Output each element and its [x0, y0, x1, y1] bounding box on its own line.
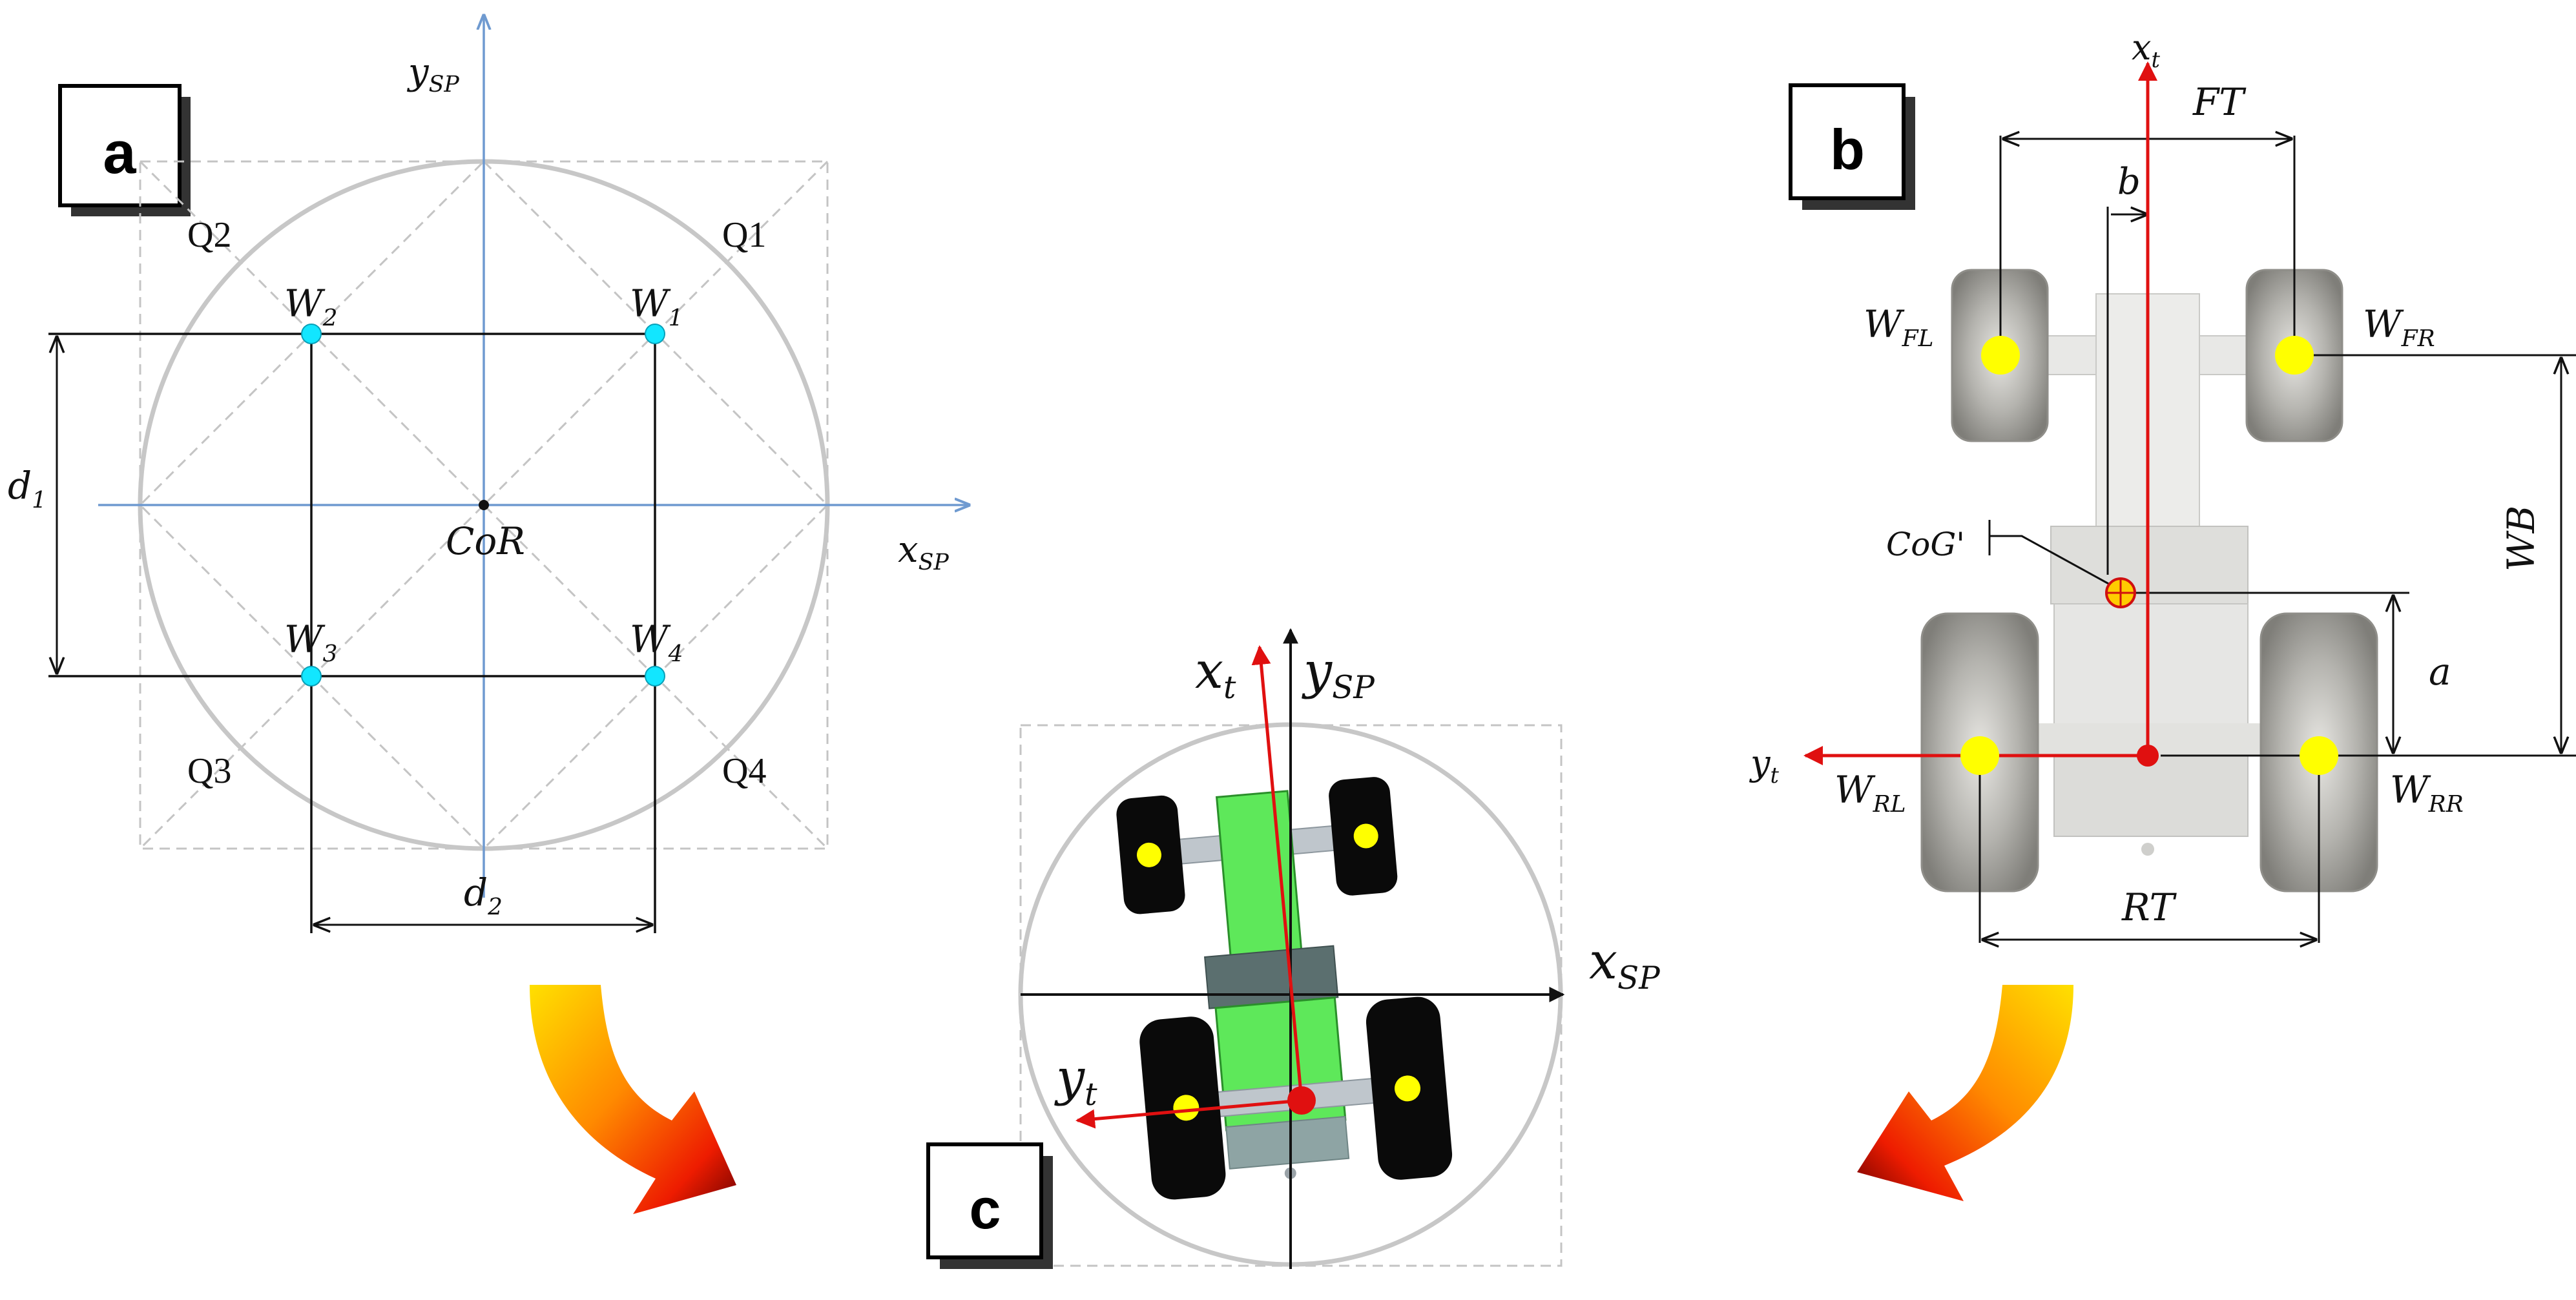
b-label: b: [2117, 161, 2141, 203]
cor-label: CoR: [446, 519, 525, 563]
y-t-label: yt: [1749, 743, 1780, 788]
c-y-t-axis: [1075, 1099, 1302, 1129]
w-fr-label: WFR: [2363, 302, 2435, 352]
wheel-rectangle: [48, 333, 656, 933]
panel-a-label-box: a: [58, 84, 191, 216]
wheel-w3-point: [301, 666, 322, 686]
q4-label: Q4: [722, 751, 766, 791]
wheel-fl-point: [1981, 336, 2020, 375]
w-rl-label: WRL: [1834, 768, 1906, 818]
panel-b-letter: b: [1830, 118, 1865, 181]
curved-arrow-right: [530, 985, 736, 1214]
cog-marker: [2105, 577, 2136, 608]
c-origin-point: [1287, 1086, 1316, 1115]
y-sp-label: ySP: [406, 51, 459, 98]
c-y-sp-label: ySP: [1302, 642, 1375, 706]
wheel-rl-point: [1960, 736, 1999, 775]
d1-label: d1: [8, 464, 47, 513]
a-label: a: [2429, 650, 2451, 694]
panel-b-label-box: b: [1789, 83, 1915, 210]
wheel-rr-point: [2300, 736, 2338, 775]
w-rr-label: WRR: [2390, 768, 2464, 818]
d2-label: d2: [464, 871, 503, 920]
x-sp-label: xSP: [898, 529, 949, 575]
panel-c-label-box: c: [926, 1142, 1053, 1269]
panel-c-letter: c: [970, 1177, 1001, 1241]
origin-point: [2137, 745, 2159, 767]
rt-label: RT: [2121, 885, 2177, 929]
curved-arrow-left: [1857, 985, 2073, 1201]
q2-label: Q2: [187, 215, 231, 255]
center-of-rotation-point: [479, 500, 489, 510]
panel-a-letter: a: [103, 120, 136, 186]
c-y-t-label: yt: [1054, 1049, 1097, 1113]
x-t-label: xt: [2132, 27, 2160, 72]
c-x-sp-label: xSP: [1589, 933, 1661, 996]
panel-b-dimensions: [1979, 136, 2576, 943]
ft-label: FT: [2192, 80, 2247, 124]
panel-a: a d1 d2 y: [8, 15, 969, 933]
c-x-t-label: xt: [1195, 642, 1236, 706]
w-fl-label: WFL: [1864, 302, 1933, 352]
w3-label: W3: [284, 617, 338, 667]
wheel-w1-point: [645, 324, 665, 344]
wb-label: WB: [2499, 506, 2543, 572]
q1-label: Q1: [722, 215, 766, 255]
rotated-tractor: [1116, 777, 1453, 1200]
w2-label: W2: [284, 282, 338, 331]
q3-label: Q3: [187, 751, 231, 791]
wheel-w2-point: [301, 324, 322, 344]
cog-label: CoG': [1886, 526, 1965, 563]
wheel-fr-point: [2275, 336, 2314, 375]
wheel-w4-point: [645, 666, 665, 686]
panel-b: b: [1749, 27, 2576, 943]
c-x-t-axis: [1251, 645, 1304, 1101]
w1-label: W1: [630, 282, 683, 331]
panel-c: xt ySP xSP yt c: [926, 628, 1661, 1269]
w4-label: W4: [630, 617, 683, 667]
